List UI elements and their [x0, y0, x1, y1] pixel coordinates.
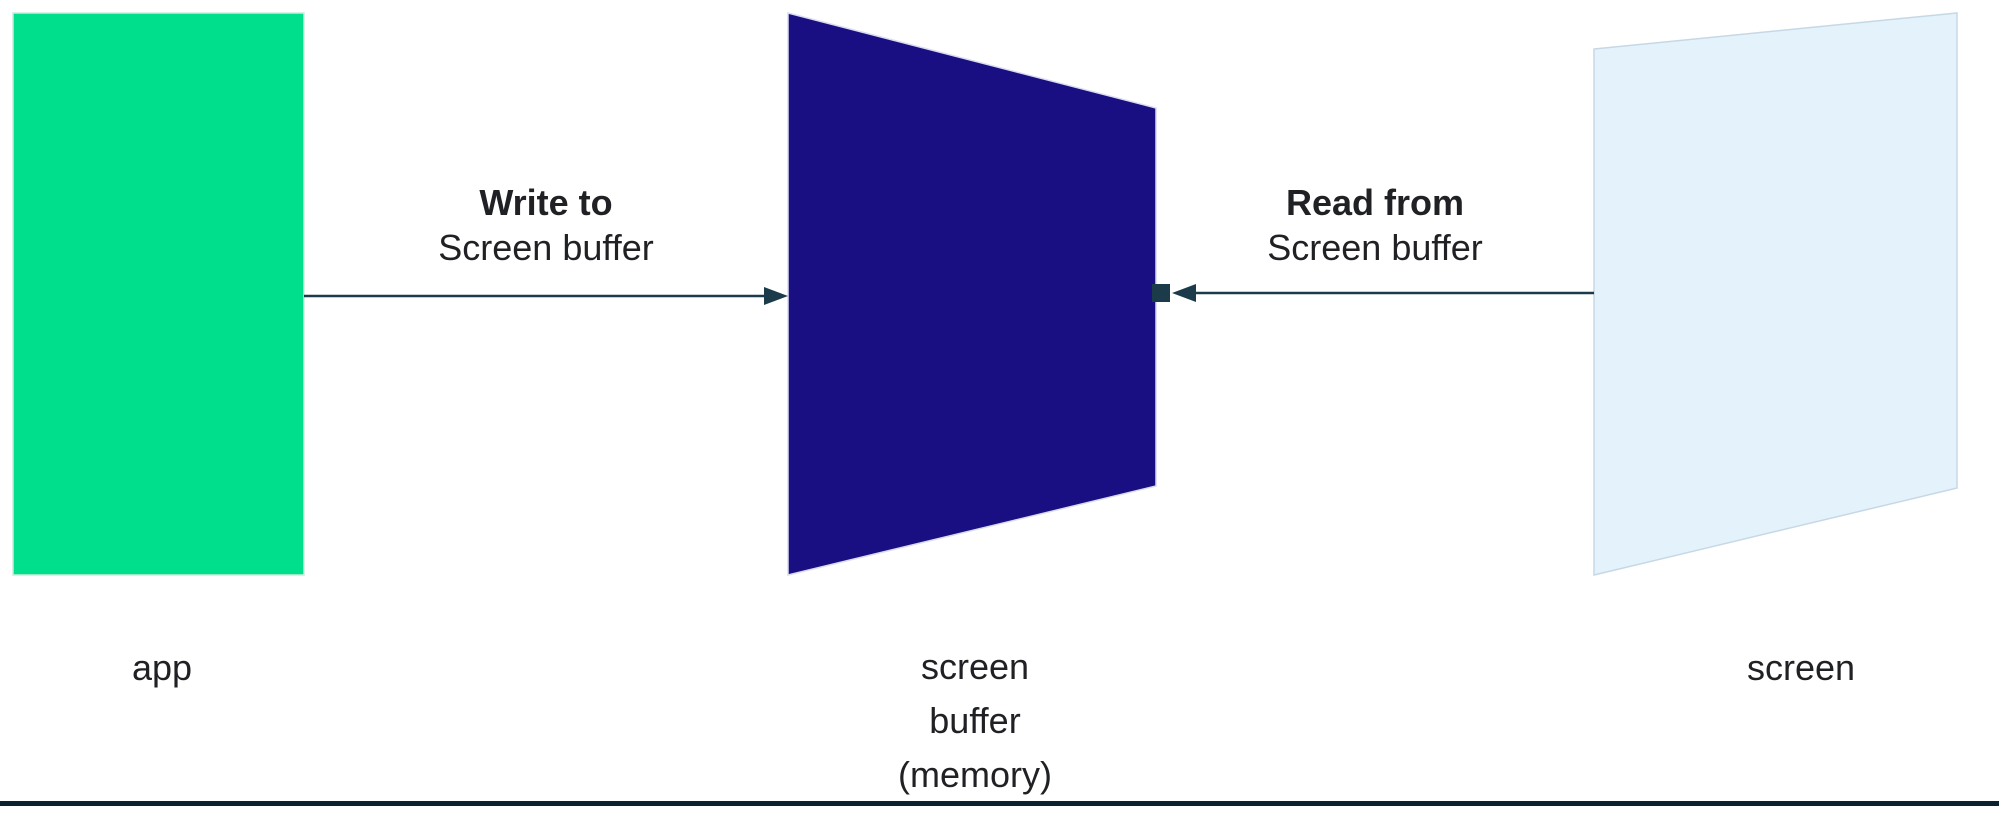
read-arrow-label-subtitle: Screen buffer — [1267, 227, 1483, 268]
screen-node-label: screen — [1746, 647, 1856, 688]
read-arrowhead-icon — [1172, 284, 1196, 302]
write-arrowhead-icon — [764, 287, 788, 305]
bottom-edge-bar — [0, 801, 1999, 806]
screen-buffer-label-line1: screen — [920, 646, 1030, 687]
app-node-label: app — [131, 647, 193, 688]
read-arrow-label: Read from Screen buffer — [1267, 180, 1482, 270]
screen-buffer-label-line2: buffer — [929, 700, 1021, 741]
read-arrow-square-icon — [1152, 284, 1170, 302]
write-arrow-label-title: Write to — [479, 182, 613, 223]
screen-node — [1593, 12, 1958, 576]
write-arrow-label: Write to Screen buffer — [438, 180, 653, 270]
screen-buffer-node — [787, 12, 1157, 576]
app-node — [12, 12, 305, 576]
screen-buffer-label-line3: (memory) — [898, 754, 1052, 795]
read-arrow-label-title: Read from — [1285, 182, 1465, 223]
screen-buffer-node-label: screen buffer (memory) — [898, 640, 1052, 802]
write-arrow-label-subtitle: Screen buffer — [438, 227, 654, 268]
